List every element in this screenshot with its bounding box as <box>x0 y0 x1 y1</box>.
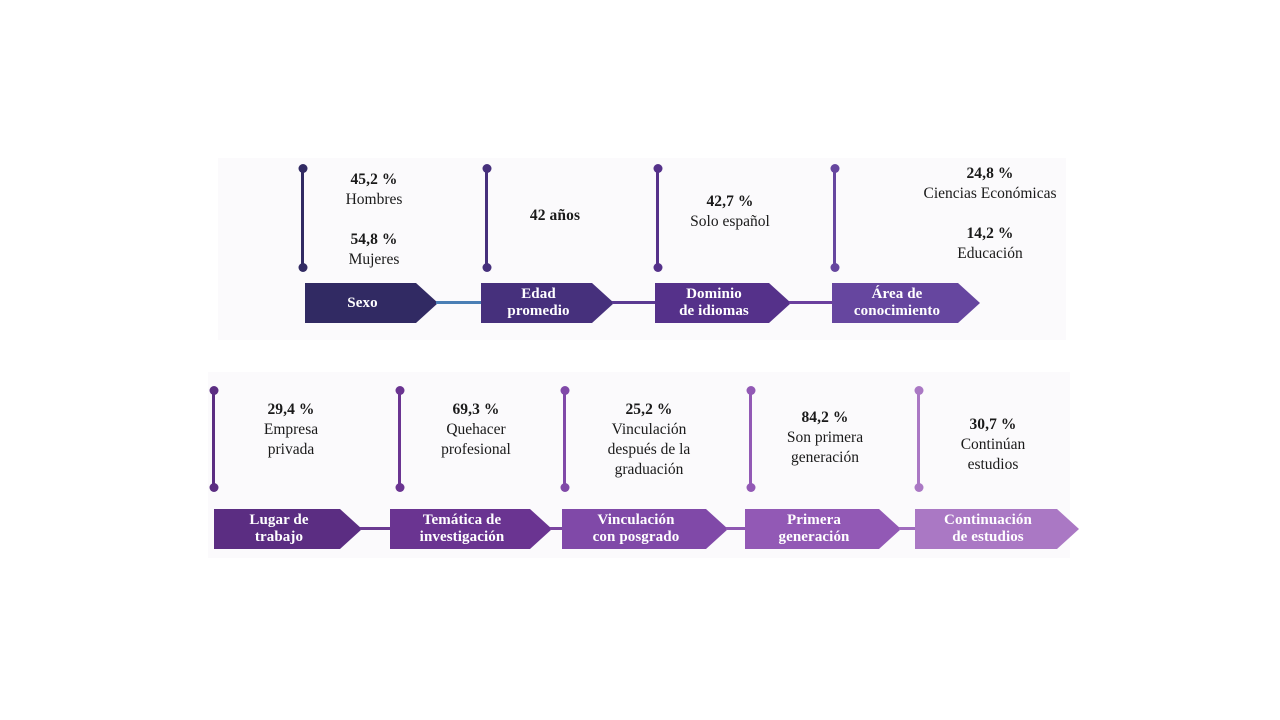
callout-value: 69,3 % <box>452 401 500 418</box>
chevron-label-line-1: Vinculación <box>597 512 675 529</box>
connector-edad-dominio <box>612 301 656 304</box>
chevron-label: Edad promedio <box>503 286 573 320</box>
stage-marker-sexo <box>301 168 304 268</box>
stage-marker-edad-promedio <box>485 168 488 268</box>
chevron-label: Continuación de estudios <box>940 512 1036 546</box>
callout-label-line-3: graduación <box>614 461 684 479</box>
stage-callout-dominio-de-idiomas: 42,7 % Solo español <box>668 192 792 232</box>
stage-chevron-dominio-de-idiomas[interactable]: Dominio de idiomas <box>655 283 791 323</box>
callout-label: Educación <box>957 245 1023 263</box>
callout-label: Hombres <box>345 191 403 209</box>
stage-marker-vinculacion-con-posgrado <box>563 390 566 488</box>
stage-marker-lugar-de-trabajo <box>212 390 215 488</box>
callout-label-line-1: Continúan <box>960 436 1026 454</box>
connector-vinculacion-primera <box>726 527 758 530</box>
callout-value: 14,2 % <box>966 225 1014 243</box>
stage-callout-area-de-conocimiento: 24,8 % Ciencias Económicas 14,2 % Educac… <box>843 164 1137 265</box>
chevron-label-line-2: investigación <box>419 529 505 545</box>
stage-chevron-sexo[interactable]: Sexo <box>305 283 438 323</box>
stage-chevron-primera-generacion[interactable]: Primera generación <box>745 509 901 549</box>
stage-marker-area-de-conocimiento <box>833 168 836 268</box>
callout-label: Continúan estudios <box>930 435 1056 475</box>
callout-label: Solo español <box>690 213 770 231</box>
callout-label-line-1: Quehacer <box>446 421 506 439</box>
stage-chevron-vinculacion-con-posgrado[interactable]: Vinculación con posgrado <box>562 509 728 549</box>
stage-chevron-edad-promedio[interactable]: Edad promedio <box>481 283 614 323</box>
callout-value: 24,8 % <box>966 165 1014 182</box>
connector-lugar-tematica <box>360 527 392 530</box>
stage-chevron-lugar-de-trabajo[interactable]: Lugar de trabajo <box>214 509 362 549</box>
callout-value: 42,7 % <box>706 193 754 210</box>
chevron-label: Primera generación <box>775 512 854 546</box>
callout-label-line-2: profesional <box>441 441 511 459</box>
stage-chevron-tematica-de-investigacion[interactable]: Temática de investigación <box>390 509 552 549</box>
callout-value: 29,4 % <box>267 401 315 418</box>
chevron-label-line-2: de estudios <box>952 529 1024 545</box>
chevron-label-line-1: Primera <box>786 512 841 529</box>
callout-label: Empresa privada <box>228 420 354 460</box>
stage-marker-dominio-de-idiomas <box>656 168 659 268</box>
stage-callout-tematica-de-investigacion: 69,3 % Quehacer profesional <box>412 400 540 460</box>
stage-chevron-continuacion-de-estudios[interactable]: Continuación de estudios <box>915 509 1079 549</box>
callout-label: Ciencias Económicas <box>923 185 1057 203</box>
chevron-label: Vinculación con posgrado <box>589 512 684 546</box>
chevron-label: Temática de investigación <box>416 512 509 546</box>
callout-label-line-2: privada <box>267 441 315 459</box>
chevron-label-line-1: Continuación <box>944 512 1032 529</box>
chevron-label-line-2: de idiomas <box>679 303 749 319</box>
callout-value: 42 años <box>529 207 581 224</box>
callout-value: 25,2 % <box>625 401 673 418</box>
callout-value: 30,7 % <box>969 416 1017 433</box>
connector-primera-continuacion <box>899 527 917 530</box>
callout-value: 45,2 % <box>350 171 398 188</box>
callout-label: Quehacer profesional <box>412 420 540 460</box>
connector-dominio-area <box>789 301 833 304</box>
chevron-label-line-2: conocimiento <box>853 303 941 319</box>
callout-label-line-2: generación <box>791 449 859 467</box>
stage-marker-tematica-de-investigacion <box>398 390 401 488</box>
callout-label: Vinculación después de la graduación <box>578 420 720 480</box>
chevron-label-line-2: con posgrado <box>592 529 680 545</box>
stage-callout-continuacion-de-estudios: 30,7 % Continúan estudios <box>930 415 1056 475</box>
chevron-label-line-2: generación <box>778 529 850 545</box>
callout-label-line-2: estudios <box>967 456 1019 474</box>
chevron-label: Lugar de trabajo <box>245 512 312 546</box>
chevron-label-line-1: Lugar de <box>249 512 309 529</box>
chevron-label: Sexo <box>347 294 378 311</box>
chevron-label-line-2: trabajo <box>254 529 304 545</box>
callout-value: 84,2 % <box>801 409 849 426</box>
callout-label: Mujeres <box>348 251 400 269</box>
chevron-label-line-1: Área de <box>871 286 923 303</box>
callout-label: Son primera generación <box>762 428 888 468</box>
stage-marker-primera-generacion <box>749 390 752 488</box>
stage-marker-continuacion-de-estudios <box>917 390 920 488</box>
callout-label-line-2: después de la <box>607 441 691 459</box>
callout-value: 54,8 % <box>350 231 398 249</box>
chevron-label-line-2: promedio <box>507 303 570 319</box>
chevron-label-line-1: Edad <box>521 286 556 303</box>
chevron-label-line-1: Dominio <box>686 286 742 303</box>
stage-chevron-area-de-conocimiento[interactable]: Área de conocimiento <box>832 283 980 323</box>
chevron-label: Área de conocimiento <box>850 286 944 320</box>
stage-callout-sexo: 45,2 % Hombres 54,8 % Mujeres <box>316 170 432 271</box>
callout-label-line-1: Empresa <box>263 421 319 439</box>
connector-sexo-edad <box>436 301 482 304</box>
stage-callout-vinculacion-con-posgrado: 25,2 % Vinculación después de la graduac… <box>578 400 720 481</box>
stage-callout-primera-generacion: 84,2 % Son primera generación <box>762 408 888 468</box>
stage-callout-lugar-de-trabajo: 29,4 % Empresa privada <box>228 400 354 460</box>
callout-label-line-1: Son primera <box>786 429 864 447</box>
stage-callout-edad-promedio: 42 años <box>498 206 612 226</box>
callout-label-line-1: Vinculación <box>611 421 687 439</box>
chevron-label-line-1: Temática de <box>422 512 502 529</box>
chevron-label: Dominio de idiomas <box>675 286 753 320</box>
